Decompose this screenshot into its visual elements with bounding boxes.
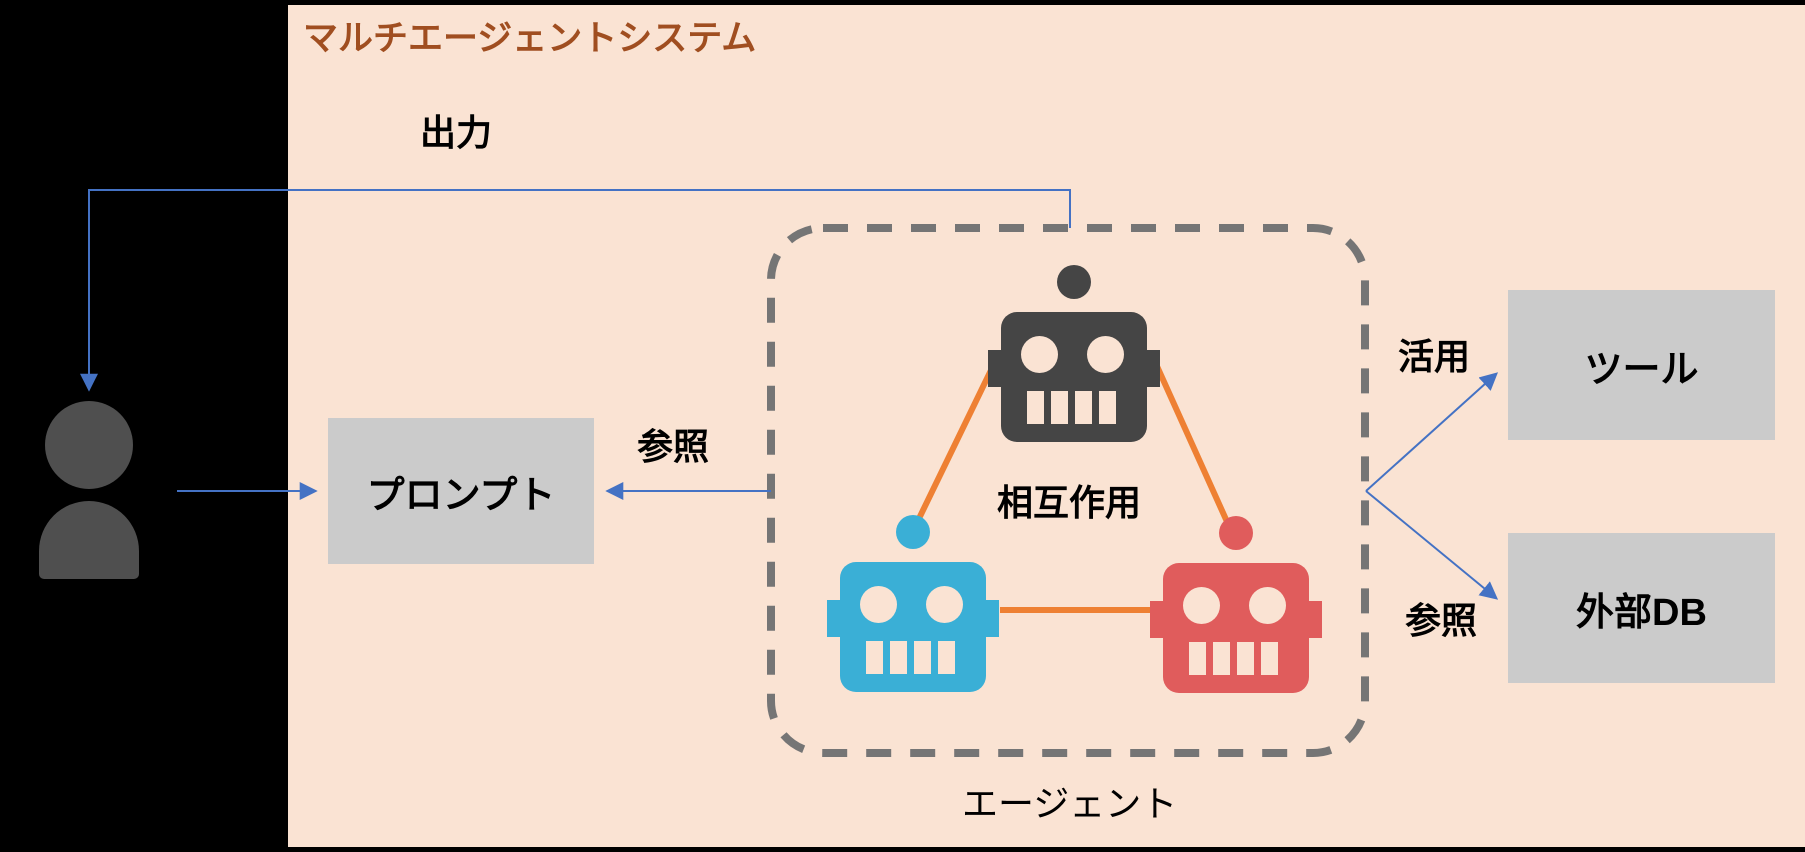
utilize-label: 活用 [1398, 336, 1471, 377]
robot-antenna [896, 515, 930, 549]
output-label: 出力 [420, 112, 493, 153]
robot-mouth-tooth [1237, 642, 1254, 675]
robot-mouth-tooth [890, 641, 907, 674]
robot-mouth-tooth [1027, 391, 1044, 424]
robot-mouth-tooth [866, 641, 883, 674]
external-db-box-label: 外部DB [1576, 591, 1707, 634]
robot-ear-right [986, 600, 999, 637]
robot-eye-left [860, 586, 897, 623]
robot-mouth-tooth [1051, 391, 1068, 424]
tool-box: ツール [1508, 290, 1775, 440]
user-head-shape [45, 401, 133, 489]
robot-mouth-tooth [914, 641, 931, 674]
robot-ear-left [827, 600, 840, 637]
interaction-label: 相互作用 [997, 482, 1142, 523]
robot-eye-right [1087, 336, 1124, 373]
robot-antenna [1219, 516, 1253, 550]
robot-icon-red [1150, 516, 1322, 693]
page-title: マルチエージェントシステム [303, 19, 757, 58]
robot-icon-dark [988, 265, 1160, 442]
robot-antenna [1057, 265, 1091, 299]
robot-mouth-tooth [1213, 642, 1230, 675]
robot-eye-right [1249, 587, 1286, 624]
prompt-box-label: プロンプト [366, 474, 556, 517]
robot-ear-right [1147, 350, 1160, 387]
robot-ear-left [1150, 601, 1163, 638]
robot-icon-blue [827, 515, 999, 692]
prompt-box: プロンプト [328, 418, 594, 564]
tool-box-label: ツール [1584, 348, 1699, 391]
agents-caption: エージェント [962, 783, 1178, 824]
robot-ear-left [988, 350, 1001, 387]
robot-mouth-tooth [1075, 391, 1092, 424]
user-body-shape [39, 501, 139, 579]
reference-db-label: 参照 [1405, 600, 1478, 641]
robot-eye-left [1021, 336, 1058, 373]
reference-prompt-label: 参照 [637, 426, 710, 467]
robot-eye-left [1183, 587, 1220, 624]
external-db-box: 外部DB [1508, 533, 1775, 683]
robot-ear-right [1309, 601, 1322, 638]
robot-mouth-tooth [1261, 642, 1278, 675]
robot-eye-right [926, 586, 963, 623]
robot-mouth-tooth [938, 641, 955, 674]
robot-mouth-tooth [1189, 642, 1206, 675]
robot-mouth-tooth [1099, 391, 1116, 424]
